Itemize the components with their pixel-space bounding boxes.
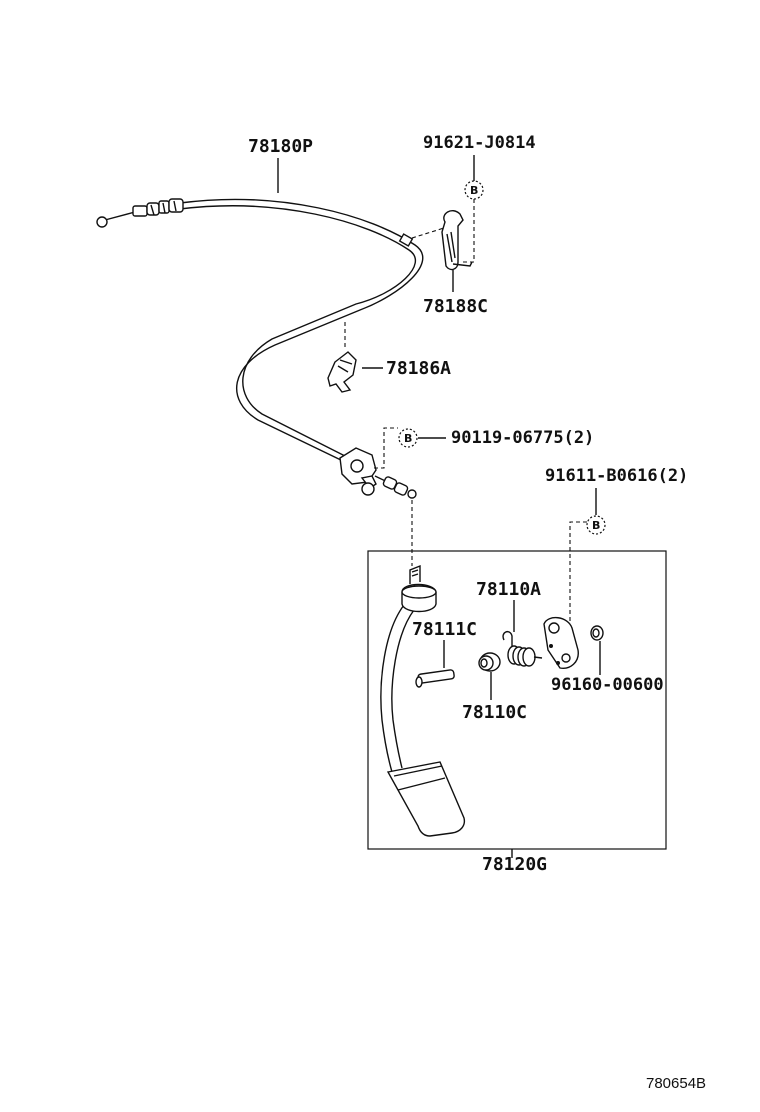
bolt-marker-top bbox=[462, 155, 484, 263]
clip bbox=[590, 625, 604, 675]
cable-retainer bbox=[327, 322, 383, 393]
label-bolt-top: 91621-J0814 bbox=[423, 133, 536, 153]
pedal-assembly bbox=[367, 550, 667, 858]
bushing bbox=[478, 652, 501, 700]
marker-b-right: B bbox=[592, 519, 600, 532]
label-clamp: 78188C bbox=[423, 296, 488, 317]
label-spring: 78110A bbox=[476, 579, 541, 600]
pedal-bracket bbox=[543, 617, 579, 669]
bolt-marker-right bbox=[569, 488, 606, 622]
label-clip: 96160-00600 bbox=[551, 675, 664, 695]
cable-clamp bbox=[411, 210, 473, 292]
label-pedal-assy: 78120G bbox=[482, 854, 547, 875]
marker-b-mid: B bbox=[404, 432, 412, 445]
label-cable: 78180P bbox=[248, 136, 313, 157]
accelerator-cable bbox=[96, 158, 424, 463]
return-spring bbox=[502, 600, 543, 667]
label-bolt-right: 91611-B0616(2) bbox=[545, 466, 688, 486]
pivot-pin bbox=[415, 640, 455, 688]
label-bushing: 78110C bbox=[462, 702, 527, 723]
label-bolt-mid: 90119-06775(2) bbox=[451, 428, 594, 448]
marker-b-top: B bbox=[470, 184, 478, 197]
label-retainer: 78186A bbox=[386, 358, 451, 379]
diagram-ref-number: 780654B bbox=[646, 1075, 706, 1092]
label-pin: 78111C bbox=[412, 619, 477, 640]
cable-bracket-end bbox=[339, 427, 446, 566]
